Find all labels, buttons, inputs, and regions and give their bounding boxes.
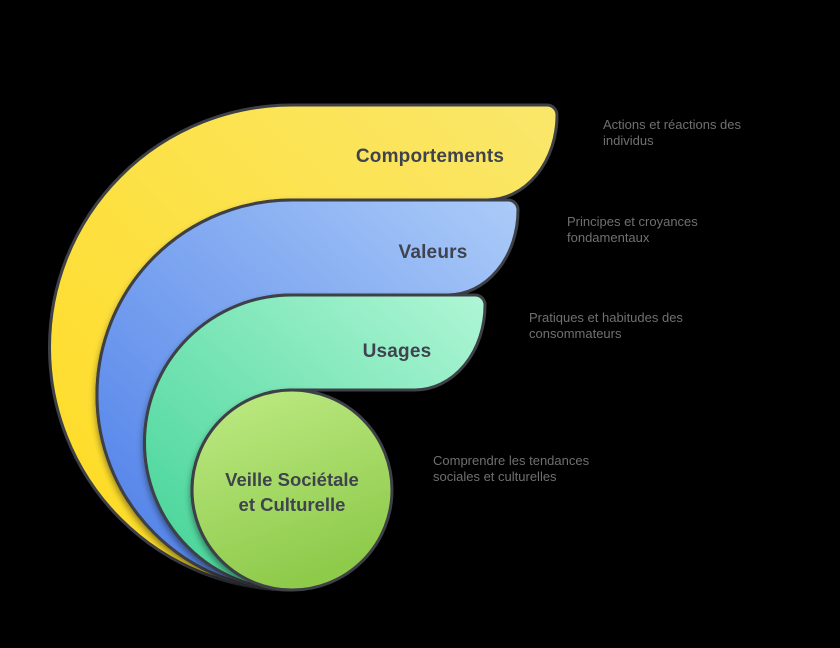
- annotation-valeurs-line1: Principes et croyances: [567, 214, 698, 229]
- annotation-usages-line2: consommateurs: [529, 326, 622, 341]
- annotation-valeurs: Principes et croyances fondamentaux: [567, 214, 698, 246]
- label-valeurs: Valeurs: [398, 242, 468, 263]
- label-usages: Usages: [362, 341, 432, 362]
- annotation-comportements-line2: individus: [603, 133, 654, 148]
- annotation-usages-line1: Pratiques et habitudes des: [529, 310, 683, 325]
- center-label-line1: Veille Sociétale: [225, 469, 359, 490]
- center-circle-shape: [190, 388, 394, 592]
- annotation-center-line1: Comprendre les tendances: [433, 453, 590, 468]
- label-comportements: Comportements: [355, 146, 505, 167]
- annotation-center: Comprendre les tendances sociales et cul…: [433, 453, 589, 485]
- annotation-usages: Pratiques et habitudes des consommateurs: [529, 310, 683, 342]
- annotation-comportements: Actions et réactions des individus: [603, 117, 741, 149]
- center-label-line2: et Culturelle: [238, 494, 346, 515]
- annotation-comportements-line1: Actions et réactions des: [603, 117, 742, 132]
- label-center-circle: Veille Sociétale et Culturelle: [225, 467, 359, 517]
- annotation-valeurs-line2: fondamentaux: [567, 230, 650, 245]
- annotation-center-line2: sociales et culturelles: [433, 469, 557, 484]
